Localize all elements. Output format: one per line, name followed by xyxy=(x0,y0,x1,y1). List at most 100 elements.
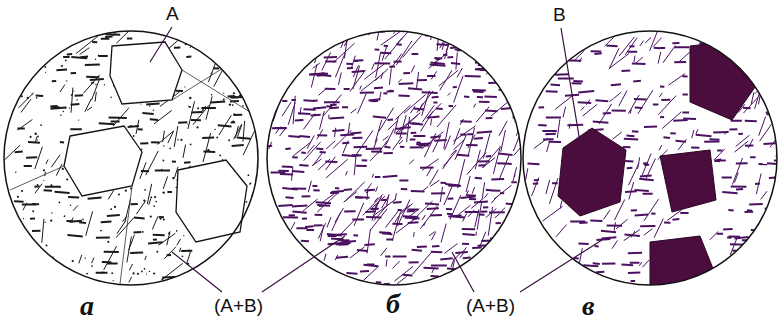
eutectic-particle xyxy=(102,271,104,273)
eutectic-particle xyxy=(388,121,398,130)
eutectic-particle xyxy=(23,203,27,210)
eutectic-particle xyxy=(417,142,421,144)
eutectic-particle xyxy=(399,95,410,98)
eutectic-particle xyxy=(384,45,388,47)
eutectic-particle xyxy=(95,59,96,60)
eutectic-particle xyxy=(95,92,96,102)
eutectic-particle xyxy=(660,116,664,118)
eutectic-particle xyxy=(153,205,155,207)
eutectic-particle xyxy=(546,90,558,93)
eutectic-particle xyxy=(133,272,135,274)
eutectic-particle xyxy=(755,92,760,109)
eutectic-particle xyxy=(52,106,60,109)
eutectic-particle xyxy=(338,73,341,85)
eutectic-particle xyxy=(156,251,158,253)
eutectic-particle xyxy=(100,230,102,232)
specimen-circle xyxy=(267,31,521,285)
eutectic-particle xyxy=(632,130,638,133)
eutectic-particle xyxy=(419,104,422,112)
eutectic-particle xyxy=(613,132,622,139)
eutectic-particle xyxy=(229,103,231,105)
eutectic-particle xyxy=(149,271,150,272)
eutectic-particle xyxy=(672,42,679,44)
eutectic-particle xyxy=(111,272,113,274)
eutectic-particle xyxy=(609,53,629,68)
eutectic-particle xyxy=(759,117,766,136)
eutectic-particle xyxy=(147,184,151,204)
leader-line xyxy=(262,236,345,292)
eutectic-particle xyxy=(658,96,676,115)
eutectic-particle xyxy=(133,135,135,137)
eutectic-particle xyxy=(662,112,681,129)
eutectic-particle xyxy=(367,229,371,254)
eutectic-particle xyxy=(52,80,56,82)
eutectic-particle xyxy=(223,98,225,100)
eutectic-particle xyxy=(174,126,178,147)
eutectic-particle xyxy=(640,225,655,227)
eutectic-particle xyxy=(149,199,151,205)
eutectic-particle xyxy=(190,144,192,146)
eutectic-particle xyxy=(45,72,46,73)
eutectic-particle xyxy=(486,189,493,192)
eutectic-particle xyxy=(324,254,326,261)
eutectic-particle xyxy=(134,231,142,234)
eutectic-particle xyxy=(555,73,569,76)
eutectic-particle xyxy=(713,131,728,133)
eutectic-particle xyxy=(118,194,120,196)
eutectic-particle xyxy=(393,256,407,258)
eutectic-particle xyxy=(579,222,587,224)
grain xyxy=(110,42,182,104)
eutectic-particle xyxy=(375,120,382,143)
eutectic-particle xyxy=(399,82,414,85)
eutectic-particle xyxy=(129,277,132,283)
eutectic-particle xyxy=(394,61,402,63)
eutectic-particle xyxy=(110,208,112,210)
eutectic-particle xyxy=(293,142,311,156)
eutectic-particle xyxy=(460,251,465,257)
eutectic-particle xyxy=(43,169,45,171)
eutectic-particle xyxy=(538,124,547,127)
eutectic-particle xyxy=(86,76,99,78)
eutectic-particle xyxy=(491,178,504,181)
eutectic-particle xyxy=(360,270,369,272)
eutectic-particle xyxy=(311,114,321,117)
eutectic-particle xyxy=(430,119,432,125)
eutectic-particle xyxy=(246,201,248,203)
eutectic-particle xyxy=(638,157,640,169)
eutectic-particle xyxy=(202,109,204,111)
eutectic-particle xyxy=(342,155,356,156)
eutectic-particle xyxy=(353,65,358,77)
eutectic-particle xyxy=(91,82,93,84)
eutectic-particle xyxy=(127,236,131,262)
leader-line xyxy=(150,27,172,62)
eutectic-particle xyxy=(249,183,251,185)
eutectic-particle xyxy=(70,128,82,130)
eutectic-particle xyxy=(546,180,550,194)
eutectic-particle xyxy=(174,47,180,49)
eutectic-particle xyxy=(375,49,380,51)
eutectic-particle xyxy=(371,208,379,210)
phase-label: (A+B) xyxy=(466,296,515,315)
eutectic-particle xyxy=(326,141,335,149)
eutectic-particle xyxy=(486,117,493,119)
eutectic-particle xyxy=(472,247,482,250)
eutectic-particle xyxy=(612,110,626,112)
eutectic-particle xyxy=(755,182,760,185)
eutectic-particle xyxy=(534,179,539,181)
eutectic-particle xyxy=(150,216,152,218)
eutectic-particle xyxy=(316,202,331,203)
eutectic-particle xyxy=(142,112,153,115)
eutectic-particle xyxy=(183,145,186,158)
eutectic-particle xyxy=(301,152,305,154)
eutectic-particle xyxy=(443,150,457,167)
eutectic-particle xyxy=(513,175,515,181)
eutectic-particle xyxy=(454,76,464,103)
eutectic-particle xyxy=(539,106,545,108)
eutectic-particle xyxy=(567,124,583,127)
eutectic-particle xyxy=(44,189,52,191)
eutectic-particle xyxy=(346,272,357,275)
eutectic-particle xyxy=(323,95,341,116)
eutectic-particle xyxy=(145,256,147,260)
eutectic-particle xyxy=(593,122,609,123)
eutectic-particle xyxy=(578,101,592,104)
